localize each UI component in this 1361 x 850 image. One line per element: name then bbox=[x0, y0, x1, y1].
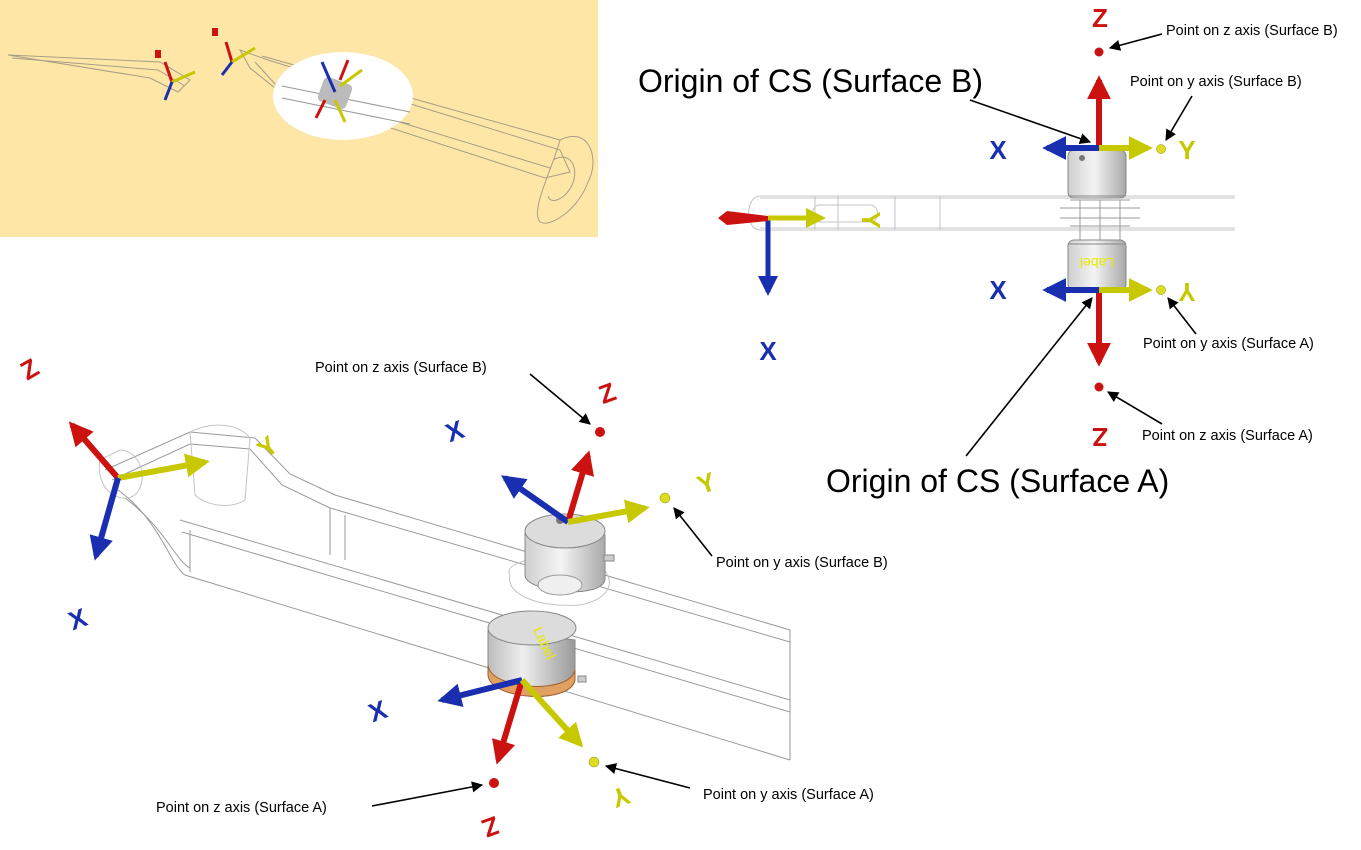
thumbnail-axes-left bbox=[155, 28, 256, 101]
iso-left-y-axis-arrow bbox=[117, 453, 210, 481]
thumbnail-detail bbox=[281, 59, 411, 125]
top-view: Label X Y Z X Y Z X Y bbox=[638, 3, 1338, 499]
iso-label-y-b: Point on y axis (Surface B) bbox=[716, 555, 888, 571]
top-b-y-point bbox=[1156, 144, 1166, 154]
iso-b-x-label: X bbox=[441, 414, 468, 448]
iso-b-z-axis-arrow bbox=[565, 450, 595, 523]
iso-b-y-point bbox=[659, 492, 671, 504]
isometric-view: Label Z X Y Z X Y Z bbox=[15, 352, 888, 844]
top-b-y-label: Y bbox=[1178, 135, 1195, 165]
top-left-y-label: Y bbox=[856, 211, 886, 228]
iso-annotations: Point on z axis (Surface B) Point on y a… bbox=[156, 360, 888, 816]
iso-b-z-point bbox=[595, 427, 605, 437]
iso-b-x-axis-arrow bbox=[501, 475, 570, 525]
iso-frame-a: Z X Y bbox=[364, 677, 634, 844]
top-b-z-point bbox=[1094, 47, 1104, 57]
iso-left-x-axis-arrow bbox=[89, 477, 121, 561]
iso-cylinder-a: Label bbox=[487, 610, 587, 697]
iso-label-z-b: Point on z axis (Surface B) bbox=[315, 360, 487, 376]
iso-b-z-label: Z bbox=[595, 376, 620, 410]
iso-a-z-axis-arrow bbox=[492, 679, 525, 765]
iso-a-x-label: X bbox=[364, 694, 391, 728]
top-label-origin-a: Origin of CS (Surface A) bbox=[826, 463, 1169, 499]
top-view-cylinder-b bbox=[1067, 149, 1127, 199]
iso-a-x-axis-arrow bbox=[437, 677, 523, 707]
top-view-annotations: Point on z axis (Surface B) Point on y a… bbox=[638, 23, 1338, 499]
top-label-y-a: Point on y axis (Surface A) bbox=[1143, 336, 1314, 352]
top-view-frame-b: Z X Y bbox=[989, 3, 1195, 165]
top-a-z-label: Z bbox=[1092, 422, 1108, 452]
top-view-arm-wireframe bbox=[748, 195, 1235, 250]
top-label-y-b: Point on y axis (Surface B) bbox=[1130, 74, 1302, 90]
iso-a-y-label: Y bbox=[607, 780, 634, 814]
top-a-x-label: X bbox=[989, 275, 1007, 305]
iso-label-z-a: Point on z axis (Surface A) bbox=[156, 800, 327, 816]
top-b-x-label: X bbox=[989, 135, 1007, 165]
top-label-z-a: Point on z axis (Surface A) bbox=[1142, 428, 1313, 444]
top-a-y-label: Y bbox=[1178, 277, 1195, 307]
iso-b-y-axis-arrow bbox=[567, 499, 650, 525]
top-a-y-point bbox=[1156, 285, 1166, 295]
iso-left-z-axis-arrow bbox=[68, 421, 121, 480]
iso-a-y-point bbox=[588, 756, 600, 768]
iso-left-y-label: Y bbox=[251, 430, 284, 464]
top-a-z-point bbox=[1094, 382, 1104, 392]
overview-thumbnail bbox=[0, 0, 598, 237]
top-view-cylinder-a: Label bbox=[1067, 239, 1127, 291]
top-view-frame-a: Z X Y bbox=[989, 275, 1195, 452]
iso-b-y-label: Y bbox=[693, 466, 720, 500]
top-view-part-label: Label bbox=[1080, 255, 1114, 271]
iso-left-frame: Z X Y bbox=[15, 352, 284, 636]
iso-label-y-a: Point on y axis (Surface A) bbox=[703, 787, 874, 803]
iso-a-z-point bbox=[489, 778, 499, 788]
iso-left-z-label: Z bbox=[15, 352, 44, 386]
iso-arm-wireframe bbox=[98, 424, 791, 761]
iso-frame-b: Z X Y bbox=[441, 376, 720, 525]
top-label-origin-b: Origin of CS (Surface B) bbox=[638, 63, 983, 99]
top-left-z-axis-arrow bbox=[718, 211, 768, 225]
top-b-z-label: Z bbox=[1092, 3, 1108, 33]
top-view-left-frame: X Y bbox=[718, 208, 886, 366]
top-left-x-label: X bbox=[759, 336, 777, 366]
iso-left-x-label: X bbox=[64, 602, 91, 636]
iso-a-y-axis-arrow bbox=[519, 677, 584, 748]
iso-a-z-label: Z bbox=[478, 810, 503, 844]
iso-cylinder-b bbox=[524, 513, 615, 596]
top-label-z-b: Point on z axis (Surface B) bbox=[1166, 23, 1338, 39]
